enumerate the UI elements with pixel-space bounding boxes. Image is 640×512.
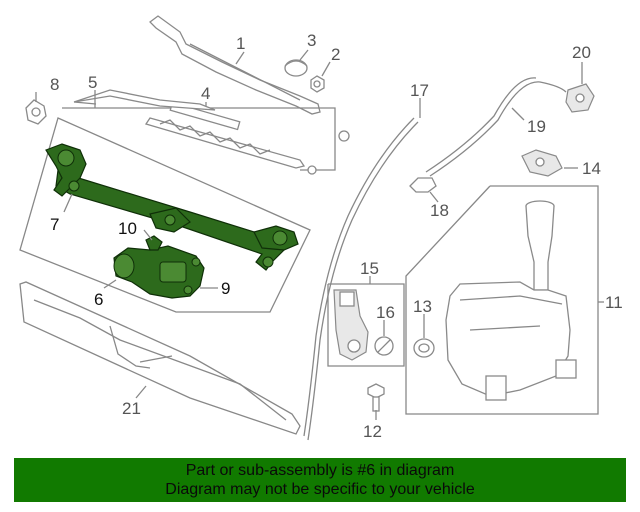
callout-11[interactable]: 11 bbox=[605, 293, 623, 312]
callout-21[interactable]: 21 bbox=[122, 399, 141, 418]
reservoir-box[interactable] bbox=[405, 185, 599, 415]
banner-line-2: Diagram may not be specific to your vehi… bbox=[165, 481, 475, 498]
callout-17[interactable]: 17 bbox=[410, 81, 429, 100]
washer-hose-long[interactable] bbox=[303, 117, 419, 441]
leader-2 bbox=[321, 61, 331, 77]
leader-3 bbox=[299, 49, 309, 61]
callout-10[interactable]: 10 bbox=[118, 219, 137, 238]
wiper-arm[interactable] bbox=[149, 15, 321, 115]
arm-nut[interactable] bbox=[310, 75, 325, 93]
callout-5[interactable]: 5 bbox=[88, 73, 97, 92]
callout-1[interactable]: 1 bbox=[236, 34, 245, 53]
wiper-linkage[interactable] bbox=[45, 143, 299, 271]
callout-20[interactable]: 20 bbox=[572, 43, 591, 62]
cowl-cover[interactable] bbox=[19, 281, 301, 435]
arm-cap[interactable] bbox=[284, 59, 308, 77]
leader-7 bbox=[63, 193, 73, 213]
washer-nozzle[interactable] bbox=[565, 83, 595, 113]
leader-1 bbox=[235, 51, 245, 65]
leader-10 bbox=[143, 229, 153, 241]
callout-18[interactable]: 18 bbox=[430, 201, 449, 220]
leader-18 bbox=[429, 191, 439, 203]
callout-9[interactable]: 9 bbox=[221, 279, 230, 298]
callout-16[interactable]: 16 bbox=[376, 303, 395, 322]
leader-19 bbox=[511, 107, 525, 121]
pump-grommet[interactable] bbox=[374, 336, 394, 356]
callout-2[interactable]: 2 bbox=[331, 45, 340, 64]
wiper-motor[interactable] bbox=[113, 245, 205, 299]
parts-diagram: 1 3 2 4 5 8 bbox=[19, 15, 623, 441]
callout-12[interactable]: 12 bbox=[363, 422, 382, 441]
callout-6[interactable]: 6 bbox=[94, 290, 103, 309]
washer-hose-short[interactable] bbox=[425, 77, 567, 177]
callout-8[interactable]: 8 bbox=[50, 75, 59, 94]
callout-3[interactable]: 3 bbox=[307, 31, 316, 50]
reservoir-grommet[interactable] bbox=[413, 338, 435, 358]
leader-6 bbox=[103, 279, 117, 289]
blade-rubber[interactable] bbox=[73, 89, 216, 111]
hose-connector[interactable] bbox=[409, 177, 437, 193]
motor-bolt[interactable] bbox=[145, 235, 163, 251]
callout-7[interactable]: 7 bbox=[50, 215, 59, 234]
callout-15[interactable]: 15 bbox=[360, 259, 379, 278]
callout-4[interactable]: 4 bbox=[201, 84, 210, 103]
callout-13[interactable]: 13 bbox=[413, 297, 432, 316]
info-banner: Part or sub-assembly is #6 in diagram Di… bbox=[14, 458, 626, 502]
pump-box[interactable] bbox=[327, 283, 405, 367]
washer-pump[interactable] bbox=[333, 289, 369, 361]
assembly-6-outline[interactable] bbox=[19, 117, 311, 313]
reservoir-bolt[interactable] bbox=[367, 383, 385, 412]
leader-21 bbox=[135, 385, 147, 399]
callout-19[interactable]: 19 bbox=[527, 117, 546, 136]
callout-14[interactable]: 14 bbox=[582, 159, 601, 178]
wiper-blade-group[interactable] bbox=[62, 101, 350, 175]
banner-line-1: Part or sub-assembly is #6 in diagram bbox=[185, 462, 455, 479]
hose-joint[interactable] bbox=[521, 149, 563, 177]
washer-reservoir[interactable] bbox=[445, 200, 577, 401]
clip[interactable] bbox=[25, 99, 47, 125]
